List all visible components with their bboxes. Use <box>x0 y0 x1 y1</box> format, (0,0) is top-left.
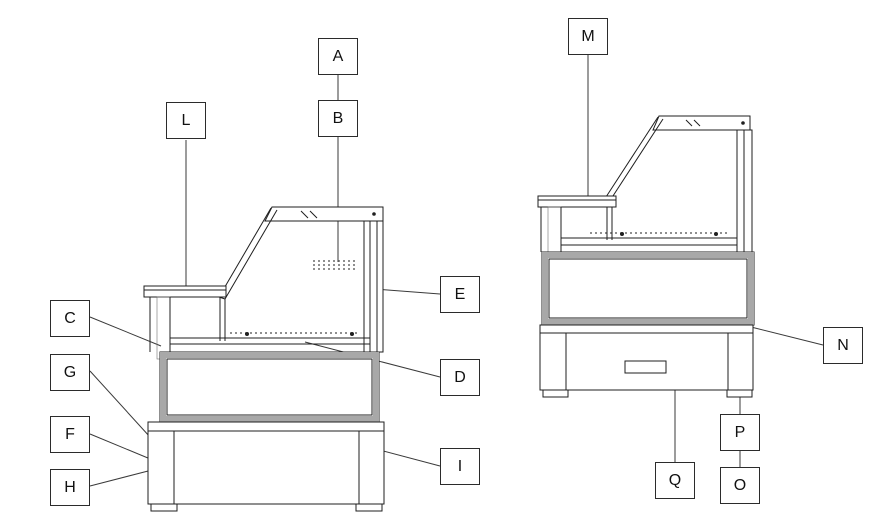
right-foot <box>355 503 383 512</box>
part-label-B-text: B <box>332 109 344 127</box>
canopy-hatch-marks <box>300 210 318 219</box>
part-label-G: G <box>50 354 90 391</box>
part-label-L-text: L <box>181 111 191 129</box>
part-label-E-text: E <box>454 285 466 303</box>
right-unit-drawing <box>537 115 755 398</box>
canopy-fixing-dot <box>372 212 376 216</box>
customer-shelf <box>143 285 227 298</box>
part-label-N-text: N <box>837 336 849 354</box>
part-label-F-text: F <box>65 425 75 443</box>
part-label-P-text: P <box>734 423 746 441</box>
part-label-O-text: O <box>733 476 747 494</box>
base-cabinet <box>147 421 385 512</box>
leader-line-C <box>89 316 162 347</box>
left-foot-right-unit <box>542 389 569 398</box>
display-deck-right <box>561 232 737 246</box>
canopy <box>264 206 384 222</box>
base-cabinet-right <box>539 324 754 398</box>
insulated-well <box>159 351 380 423</box>
part-label-P: P <box>720 414 760 451</box>
front-glass-right <box>605 116 664 240</box>
part-label-I: I <box>440 448 480 485</box>
front-glass <box>218 207 278 341</box>
canopy-right-hatch-marks <box>685 119 701 127</box>
part-label-B: B <box>318 100 358 137</box>
part-label-D: D <box>440 359 480 396</box>
part-label-C-text: C <box>64 309 76 327</box>
vent-handle <box>624 360 667 374</box>
right-foot-right-unit <box>726 389 753 398</box>
leader-line-H <box>89 469 153 487</box>
evaporator-dotted-block <box>313 260 355 270</box>
leader-line-E <box>373 288 441 295</box>
part-label-E: E <box>440 276 480 313</box>
part-label-D-text: D <box>454 368 466 386</box>
part-label-I-text: I <box>457 457 463 475</box>
part-label-A-text: A <box>332 47 344 65</box>
part-label-A: A <box>318 38 358 75</box>
part-label-O: O <box>720 467 760 504</box>
leader-line-G <box>89 370 151 438</box>
front-panel-shade <box>156 296 171 360</box>
insulated-well-right <box>541 251 755 326</box>
rear-panel <box>363 220 384 353</box>
part-label-H-text: H <box>64 478 76 496</box>
part-label-Q-text: Q <box>668 471 682 489</box>
left-foot <box>150 503 178 512</box>
part-label-H: H <box>50 469 90 506</box>
part-label-M-text: M <box>581 27 595 45</box>
part-label-C: C <box>50 300 90 337</box>
part-label-G-text: G <box>63 363 77 381</box>
canopy-right-fixing-dot <box>741 121 745 125</box>
part-label-M: M <box>568 18 608 55</box>
part-label-Q: Q <box>655 462 695 499</box>
part-label-N: N <box>823 327 863 364</box>
left-unit-drawing <box>143 206 385 512</box>
display-deck <box>170 332 370 345</box>
canopy-right <box>652 115 751 131</box>
part-label-F: F <box>50 416 90 453</box>
leader-line-N <box>750 326 824 346</box>
customer-shelf-right <box>537 195 617 208</box>
part-label-L: L <box>166 102 206 139</box>
